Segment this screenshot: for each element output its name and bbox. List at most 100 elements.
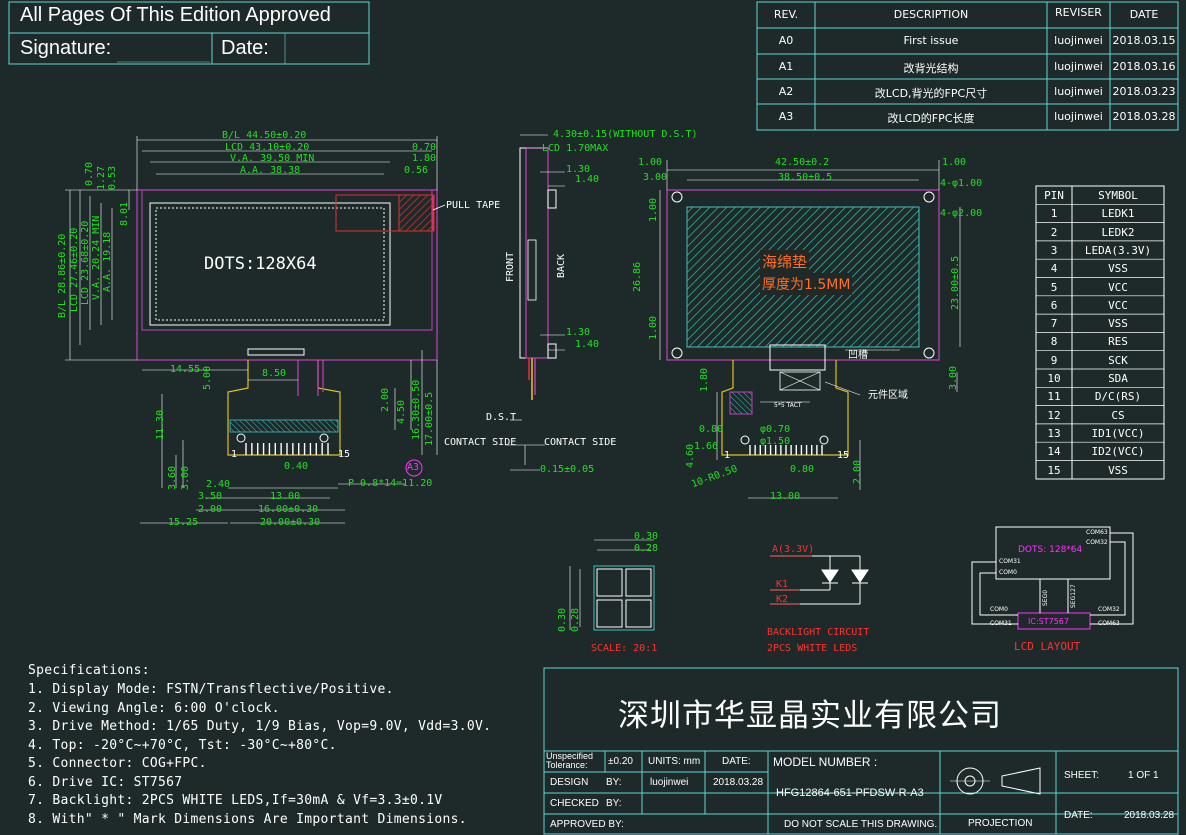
component-part-label: 5*5 TACT xyxy=(774,402,802,409)
dim-1130: 11.30 xyxy=(155,409,166,440)
pin-symbol: ID1(VCC) xyxy=(1091,426,1145,440)
dim-1525: 15.25 xyxy=(168,517,199,528)
dim-aa-height: A.A. 19.18 xyxy=(102,231,113,292)
contact-side-left: CONTACT SIDE xyxy=(444,437,517,448)
spec-item: 5. Connector: COG+FPC. xyxy=(28,756,207,771)
pin-symbol: VCC xyxy=(1108,280,1128,294)
sheet-date-label: DATE: xyxy=(1064,810,1093,821)
dim-l053: 0.53 xyxy=(107,165,118,190)
layout-ic-label: IC:ST7567 xyxy=(1028,617,1069,626)
layout-com32-top: COM32 xyxy=(1086,539,1108,546)
spec-item: 8. With" * " Mark Dimensions Are Importa… xyxy=(28,811,467,827)
pin-number: 12 xyxy=(1047,408,1061,422)
dim-b2686: 26.86 xyxy=(632,261,643,292)
lcd-layout-title: LCD LAYOUT xyxy=(1014,640,1081,653)
cathode-k2-label: K2 xyxy=(776,594,789,605)
dim-500: 5.00 xyxy=(202,365,213,390)
cog-ic xyxy=(247,348,305,356)
dim-va-height: V.A. 20.24 MIN xyxy=(91,215,102,300)
dim-b166: 1.66 xyxy=(694,441,719,452)
specifications-title: Specifications: xyxy=(28,663,150,678)
revision-table-grid xyxy=(756,1,1179,131)
pin-symbol: LEDK2 xyxy=(1101,225,1135,239)
spec-item: 6. Drive IC: ST7567 xyxy=(28,774,183,790)
date-label: Date: xyxy=(221,37,269,59)
dim-b100a: 1.00 xyxy=(638,157,663,168)
dim-b3850: 38.50±0.5 xyxy=(778,172,833,183)
pin-symbol: VSS xyxy=(1108,317,1128,331)
date-cell: 2018.03.16 xyxy=(1112,60,1176,73)
dim-lcd-thickness: LCD 1.70MAX xyxy=(542,143,609,154)
back-pin-1: 1 xyxy=(724,450,731,461)
dim-lcd-height-2: LCD 23.68±0.20 xyxy=(80,220,91,305)
dim-s140b: 1.40 xyxy=(575,339,600,350)
pin-col-header: PIN xyxy=(1044,189,1064,202)
back-label: BACK xyxy=(556,253,567,278)
dim-1455: 14.55 xyxy=(170,364,201,375)
dim-b4250: 42.50±0.2 xyxy=(775,157,830,168)
reviser-col-header: REVISER xyxy=(1055,6,1102,19)
model-number-label: MODEL NUMBER : xyxy=(773,755,878,769)
reviser-cell: luojinwei xyxy=(1054,110,1103,123)
dim-l801: 8.01 xyxy=(119,201,130,226)
tolerance-value: ±0.20 xyxy=(608,756,633,767)
dim-b100c: 1.00 xyxy=(648,197,659,222)
pin-number: 1 xyxy=(1050,207,1058,221)
pin-number: 5 xyxy=(1050,280,1058,294)
rev-cell: A2 xyxy=(778,85,794,98)
date-col-header: DATE xyxy=(1129,8,1159,21)
approved-by-label: APPROVED BY: xyxy=(550,819,624,830)
spec-item: 1. Display Mode: FSTN/Transflective/Posi… xyxy=(28,682,394,697)
pin-number: 9 xyxy=(1050,353,1058,367)
front-view-outline xyxy=(136,189,438,361)
tolerance-label: Unspecified Tolerance: xyxy=(546,751,594,770)
description-cell: 改LCD,背光的FPC尺寸 xyxy=(874,87,988,100)
layout-com63-top: COM63 xyxy=(1086,529,1108,536)
dim-350: 3.50 xyxy=(198,491,223,502)
fpc-front xyxy=(227,360,341,456)
dim-2000: 20.00±0.30 xyxy=(260,517,321,528)
dim-b100b: 1.00 xyxy=(942,157,967,168)
dim-040: 0.40 xyxy=(284,461,309,472)
dim-hole-150: φ1.50 xyxy=(760,436,791,447)
dim-l028: 0.28 xyxy=(570,607,581,632)
checked-by-label: BY: xyxy=(606,798,622,809)
pin-number: 11 xyxy=(1047,390,1061,404)
dim-450: 4.50 xyxy=(396,399,407,424)
design-date: 2018.03.28 xyxy=(713,777,764,788)
design-by-label: BY: xyxy=(606,777,622,788)
dim-b180: 1.80 xyxy=(699,367,710,392)
dim-300: 3.00 xyxy=(180,465,191,490)
date-cell: 2018.03.15 xyxy=(1112,34,1176,47)
scale-view xyxy=(569,539,655,631)
pin-number: 14 xyxy=(1047,445,1061,459)
back-view xyxy=(666,189,940,456)
pin-number: 3 xyxy=(1050,243,1058,257)
spec-item: 4. Top: -20°C~+70°C, Tst: -30°C~+80°C. xyxy=(28,737,337,753)
dim-b080: 0.80 xyxy=(699,424,724,435)
dim-pitch: P 0.8*14=11.20 xyxy=(348,478,433,489)
approval-box xyxy=(8,1,370,65)
description-cell: First issue xyxy=(903,34,959,47)
layout-seg0: SEG0 xyxy=(1042,589,1049,606)
dim-240: 2.40 xyxy=(206,479,231,490)
dim-t030: 0.30 xyxy=(634,531,659,542)
dim-hole-large: 4-φ2.00 xyxy=(940,208,983,219)
dim-l127: 1.27 xyxy=(96,165,107,190)
company-name: 深圳市华显晶实业有限公司 xyxy=(618,698,1002,734)
spec-item: 2. Viewing Angle: 6:00 O'clock. xyxy=(28,700,280,716)
dim-1600: 16.00±0.30 xyxy=(258,504,319,515)
lcd-layout xyxy=(971,526,1134,630)
rev-cell: A0 xyxy=(778,34,794,47)
cathode-k1-label: K1 xyxy=(776,579,789,590)
pin-symbol: LEDA(3.3V) xyxy=(1084,243,1152,257)
signature-label: Signature: xyxy=(20,37,112,59)
description-cell: 改背光结构 xyxy=(903,62,959,75)
pin-number: 10 xyxy=(1047,372,1061,385)
dim-r070: 0.70 xyxy=(412,142,437,153)
no-scale-notice: DO NOT SCALE THIS DRAWING. xyxy=(784,819,938,830)
dim-b080b: 0.80 xyxy=(790,464,815,475)
dst-label: D.S.T xyxy=(486,412,517,423)
date-cell: 2018.03.28 xyxy=(1112,110,1176,123)
